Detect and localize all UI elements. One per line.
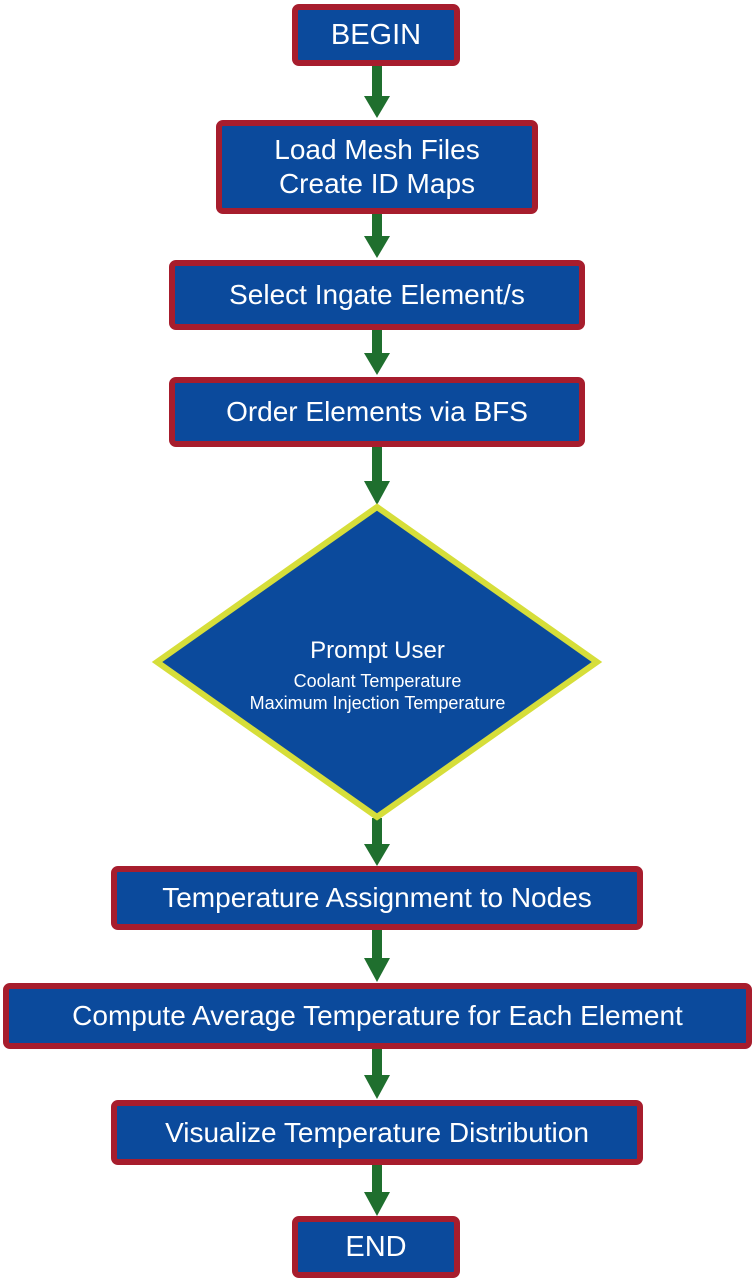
arrow-assign-to-compute-shaft <box>372 928 382 960</box>
arrow-load-to-select-shaft <box>372 212 382 238</box>
load-mesh-node: Load Mesh Files Create ID Maps <box>216 120 538 214</box>
select-ingate-node: Select Ingate Element/s <box>169 260 585 330</box>
temperature-assignment-node: Temperature Assignment to Nodes <box>111 866 643 930</box>
arrow-compute-to-visualize-shaft <box>372 1047 382 1077</box>
begin-node: BEGIN <box>292 4 460 66</box>
prompt-user-text: Prompt User Coolant Temperature Maximum … <box>200 620 555 730</box>
arrow-begin-to-load-head <box>364 96 390 118</box>
prompt-coolant-temperature: Coolant Temperature <box>293 670 462 691</box>
select-ingate-label: Select Ingate Element/s <box>229 279 525 311</box>
arrow-prompt-to-assign-head <box>364 844 390 866</box>
prompt-user-title: Prompt User <box>310 636 445 664</box>
order-elements-label: Order Elements via BFS <box>226 396 528 428</box>
prompt-max-injection-temperature: Maximum Injection Temperature <box>249 693 506 713</box>
arrow-load-to-select-head <box>364 236 390 258</box>
begin-label: BEGIN <box>330 18 422 51</box>
arrow-order-to-prompt-head <box>364 481 390 505</box>
arrow-begin-to-load-shaft <box>372 65 382 98</box>
end-node: END <box>292 1216 460 1278</box>
end-label: END <box>345 1230 407 1263</box>
arrow-visualize-to-end-head <box>364 1192 390 1216</box>
arrow-prompt-to-assign-shaft <box>372 818 382 846</box>
arrow-select-to-order-shaft <box>372 328 382 355</box>
load-mesh-label: Load Mesh Files <box>274 134 480 166</box>
arrow-select-to-order-head <box>364 353 390 375</box>
arrow-compute-to-visualize-head <box>364 1075 390 1099</box>
arrow-order-to-prompt-shaft <box>372 445 382 483</box>
compute-average-node: Compute Average Temperature for Each Ele… <box>3 983 752 1049</box>
arrow-assign-to-compute-head <box>364 958 390 982</box>
visualize-label: Visualize Temperature Distribution <box>165 1116 589 1148</box>
create-id-maps-label: Create ID Maps <box>278 168 476 199</box>
visualize-node: Visualize Temperature Distribution <box>111 1100 643 1165</box>
compute-average-label: Compute Average Temperature for Each Ele… <box>72 1000 683 1032</box>
arrow-visualize-to-end-shaft <box>372 1163 382 1194</box>
prompt-decision-diamond <box>151 503 603 821</box>
order-elements-node: Order Elements via BFS <box>169 377 585 447</box>
temperature-assignment-label: Temperature Assignment to Nodes <box>162 882 592 914</box>
